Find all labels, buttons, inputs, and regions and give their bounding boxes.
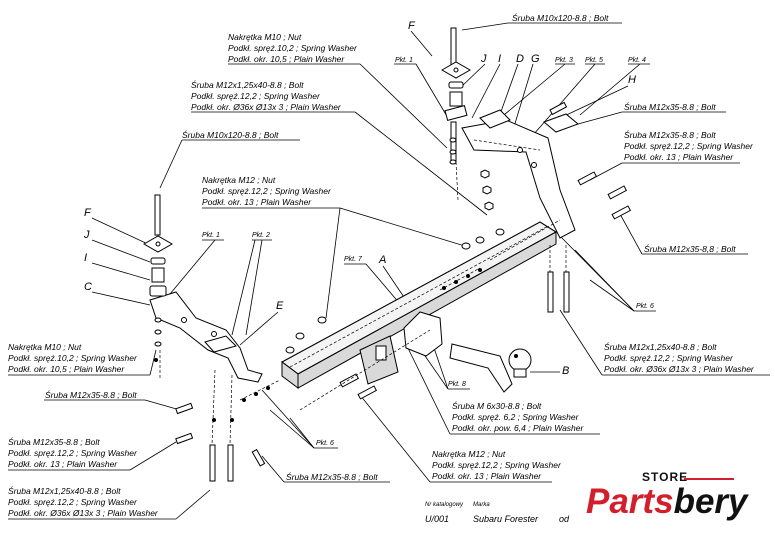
label-nut-m10-left: Nakrętka M10 ; Nut Podkł. spręż.10,2 ; S… (8, 342, 138, 374)
label-nut-m12-bottom: Nakrętka M12 ; Nut Podkł. spręż.12,2 ; S… (432, 449, 562, 481)
svg-text:Podkł. okr. 10,5 ; Plain Washe: Podkł. okr. 10,5 ; Plain Washer (228, 54, 345, 64)
brand-store-text: STORE (642, 470, 689, 484)
svg-text:Podkł. okr. 13 ; Plain Washer: Podkł. okr. 13 ; Plain Washer (624, 152, 734, 162)
hardware-bolts (175, 101, 632, 482)
pkt6-left: Pkt. 6 (316, 440, 334, 447)
svg-text:Śruba M 6x30-8.8 ; Bolt: Śruba M 6x30-8.8 ; Bolt (452, 400, 542, 411)
svg-text:Podkł. okr. pow. 6,4 ; Plain W: Podkł. okr. pow. 6,4 ; Plain Washer (452, 423, 585, 433)
svg-text:Podkł. okr. 13 ; Plain Washer: Podkł. okr. 13 ; Plain Washer (202, 197, 312, 207)
label-bolt-m12x35-left: Śruba M12x35-8.8 ; Bolt (45, 389, 137, 400)
svg-text:Nakrętka M12 ; Nut: Nakrętka M12 ; Nut (432, 449, 506, 459)
letter-h: H (628, 74, 636, 86)
svg-text:Podkł. spręż.12,2 ; Spring Was: Podkł. spręż.12,2 ; Spring Washer (604, 353, 734, 363)
letter-c: C (84, 281, 92, 293)
pkt8: Pkt. 8 (448, 381, 466, 388)
pkt-labels: Pkt. 1 Pkt. 3 Pkt. 5 Pkt. 4 Pkt. 1 Pkt. … (202, 57, 654, 447)
pkt5: Pkt. 5 (585, 57, 603, 64)
pkt2-left: Pkt. 2 (252, 232, 270, 239)
svg-text:Nakrętka M10 ; Nut: Nakrętka M10 ; Nut (228, 32, 302, 42)
pkt7: Pkt. 7 (344, 256, 363, 263)
catalog-caption: Nr katalogowy (425, 502, 464, 508)
label-nut-m10-top: Nakrętka M10 ; Nut Podkł. spręż.10,2 ; S… (228, 32, 358, 64)
label-bolt-m12x125-left: Śruba M12x1,25x40-8.8 ; Bolt Podkł. sprę… (8, 485, 159, 518)
vehicle-make: Subaru Forester (473, 514, 539, 524)
svg-text:Śruba M12x35-8.8 ; Bolt: Śruba M12x35-8.8 ; Bolt (624, 129, 716, 140)
letter-i-top: I (498, 53, 501, 65)
washer-dots (154, 268, 482, 422)
towball-assembly (359, 311, 532, 393)
part-letters: F J I D G H F J I C E A B (83, 20, 636, 377)
letter-i-left: I (84, 252, 87, 264)
letter-f-top: F (408, 20, 416, 32)
letter-b: B (562, 365, 569, 377)
svg-text:Podkł. spręż.12,2 ; Spring Was: Podkł. spręż.12,2 ; Spring Washer (8, 497, 138, 507)
svg-text:Śruba M12x35-8.8 ; Bolt: Śruba M12x35-8.8 ; Bolt (8, 436, 100, 447)
pkt3: Pkt. 3 (555, 57, 573, 64)
label-bolt-m10x120-left: Śruba M10x120-8.8 ; Bolt (182, 129, 279, 140)
pkt6-right: Pkt. 6 (636, 303, 654, 310)
label-bolt-m12x125-top: Śruba M12x1,25x40-8.8 ; Bolt Podkł. sprę… (191, 79, 342, 112)
svg-text:Nakrętka M10 ; Nut: Nakrętka M10 ; Nut (8, 342, 82, 352)
svg-text:Podkł. spręż.10,2 ; Spring Was: Podkł. spręż.10,2 ; Spring Washer (228, 43, 358, 53)
pkt1-top: Pkt. 1 (395, 57, 413, 64)
pkt4: Pkt. 4 (628, 57, 646, 64)
top-bolt-column (440, 27, 472, 165)
letter-d: D (516, 53, 524, 65)
letter-g: G (531, 53, 540, 65)
label-bolt-m12x125-right: Śruba M12x1,25x40-8.8 ; Bolt Podkł. sprę… (604, 341, 755, 374)
pkt1-left: Pkt. 1 (202, 232, 220, 239)
left-side-bracket (149, 291, 263, 383)
label-bolt-m12x35-bottom: Śruba M12x35-8.8 ; Bolt (286, 471, 378, 482)
label-bolt-m12x35-right-mid: Śruba M12x35-8,8 ; Bolt (644, 243, 736, 254)
svg-text:Śruba M12x1,25x40-8.8 ; Bolt: Śruba M12x1,25x40-8.8 ; Bolt (8, 485, 121, 496)
catalog-footer: Nr katalogowy Marka U/001 Subaru Foreste… (425, 500, 585, 540)
letter-j-left: J (83, 229, 90, 241)
assembly-dashed-lines (159, 161, 567, 446)
label-bolt-m12x35-right-group: Śruba M12x35-8.8 ; Bolt Podkł. spręż.12,… (624, 129, 754, 162)
svg-text:Podkł. spręż.12,2 ; Spring Was: Podkł. spręż.12,2 ; Spring Washer (8, 448, 138, 458)
partsbery-logo: STORE Partsbery (586, 470, 766, 530)
label-bolt-m10x120-top: Śruba M10x120-8.8 ; Bolt (512, 12, 609, 23)
svg-text:Podkł. spręż. 6,2 ; Spring Was: Podkł. spręż. 6,2 ; Spring Washer (452, 412, 580, 422)
svg-text:Podkł. spręż.12,2 ; Spring Was: Podkł. spręż.12,2 ; Spring Washer (202, 186, 332, 196)
brand-name: Partsbery (586, 482, 748, 521)
catalog-number: U/001 (425, 514, 450, 524)
left-bolt-column (142, 194, 174, 347)
letter-f-left: F (84, 207, 92, 219)
label-bolt-m6: Śruba M 6x30-8.8 ; Bolt Podkł. spręż. 6,… (452, 400, 585, 433)
svg-text:Śruba M12x1,25x40-8.8 ; Bolt: Śruba M12x1,25x40-8.8 ; Bolt (604, 341, 717, 352)
footer-trailing: od (559, 514, 570, 524)
svg-text:Podkł. okr. Ø36x Ø13x 3 ; Pla: Podkł. okr. Ø36x Ø13x 3 ; Plain Washer (8, 508, 159, 518)
svg-text:Podkł. okr. 10,5 ; Plain Washe: Podkł. okr. 10,5 ; Plain Washer (8, 364, 125, 374)
svg-text:Nakrętka M12 ; Nut: Nakrętka M12 ; Nut (202, 175, 276, 185)
make-caption: Marka (473, 502, 490, 508)
svg-text:Podkł. okr. 13 ; Plain Washer: Podkł. okr. 13 ; Plain Washer (432, 471, 542, 481)
letter-e: E (276, 300, 284, 312)
svg-text:Podkł. spręż.12,2 ; Spring Was: Podkł. spręż.12,2 ; Spring Washer (191, 91, 321, 101)
svg-text:Podkł. spręż.12,2 ; Spring Was: Podkł. spręż.12,2 ; Spring Washer (624, 141, 754, 151)
svg-text:Podkł. okr. 13 ; Plain Washer: Podkł. okr. 13 ; Plain Washer (8, 459, 118, 469)
letter-a: A (378, 254, 386, 266)
svg-text:Podkł. spręż.12,2 ; Spring Was: Podkł. spręż.12,2 ; Spring Washer (432, 460, 562, 470)
label-nut-m12-mid: Nakrętka M12 ; Nut Podkł. spręż.12,2 ; S… (202, 175, 332, 207)
svg-text:Podkł. spręż.10,2 ; Spring Was: Podkł. spręż.10,2 ; Spring Washer (8, 353, 138, 363)
letter-j-top: J (480, 53, 487, 65)
label-bolt-m12x35-right-top: Śruba M12x35-8.8 ; Bolt (624, 101, 716, 112)
svg-text:Podkł. okr. Ø36x Ø13x 3 ; Pla: Podkł. okr. Ø36x Ø13x 3 ; Plain Washer (604, 364, 755, 374)
svg-text:Podkł. okr. Ø36x Ø13x 3 ; Pla: Podkł. okr. Ø36x Ø13x 3 ; Plain Washer (191, 102, 342, 112)
svg-text:Śruba M12x1,25x40-8.8 ; Bolt: Śruba M12x1,25x40-8.8 ; Bolt (191, 79, 304, 90)
label-bolt-m12x35-left-group: Śruba M12x35-8.8 ; Bolt Podkł. spręż.12,… (8, 436, 138, 469)
brand-store-underline (684, 478, 734, 480)
right-side-bracket (461, 109, 579, 239)
